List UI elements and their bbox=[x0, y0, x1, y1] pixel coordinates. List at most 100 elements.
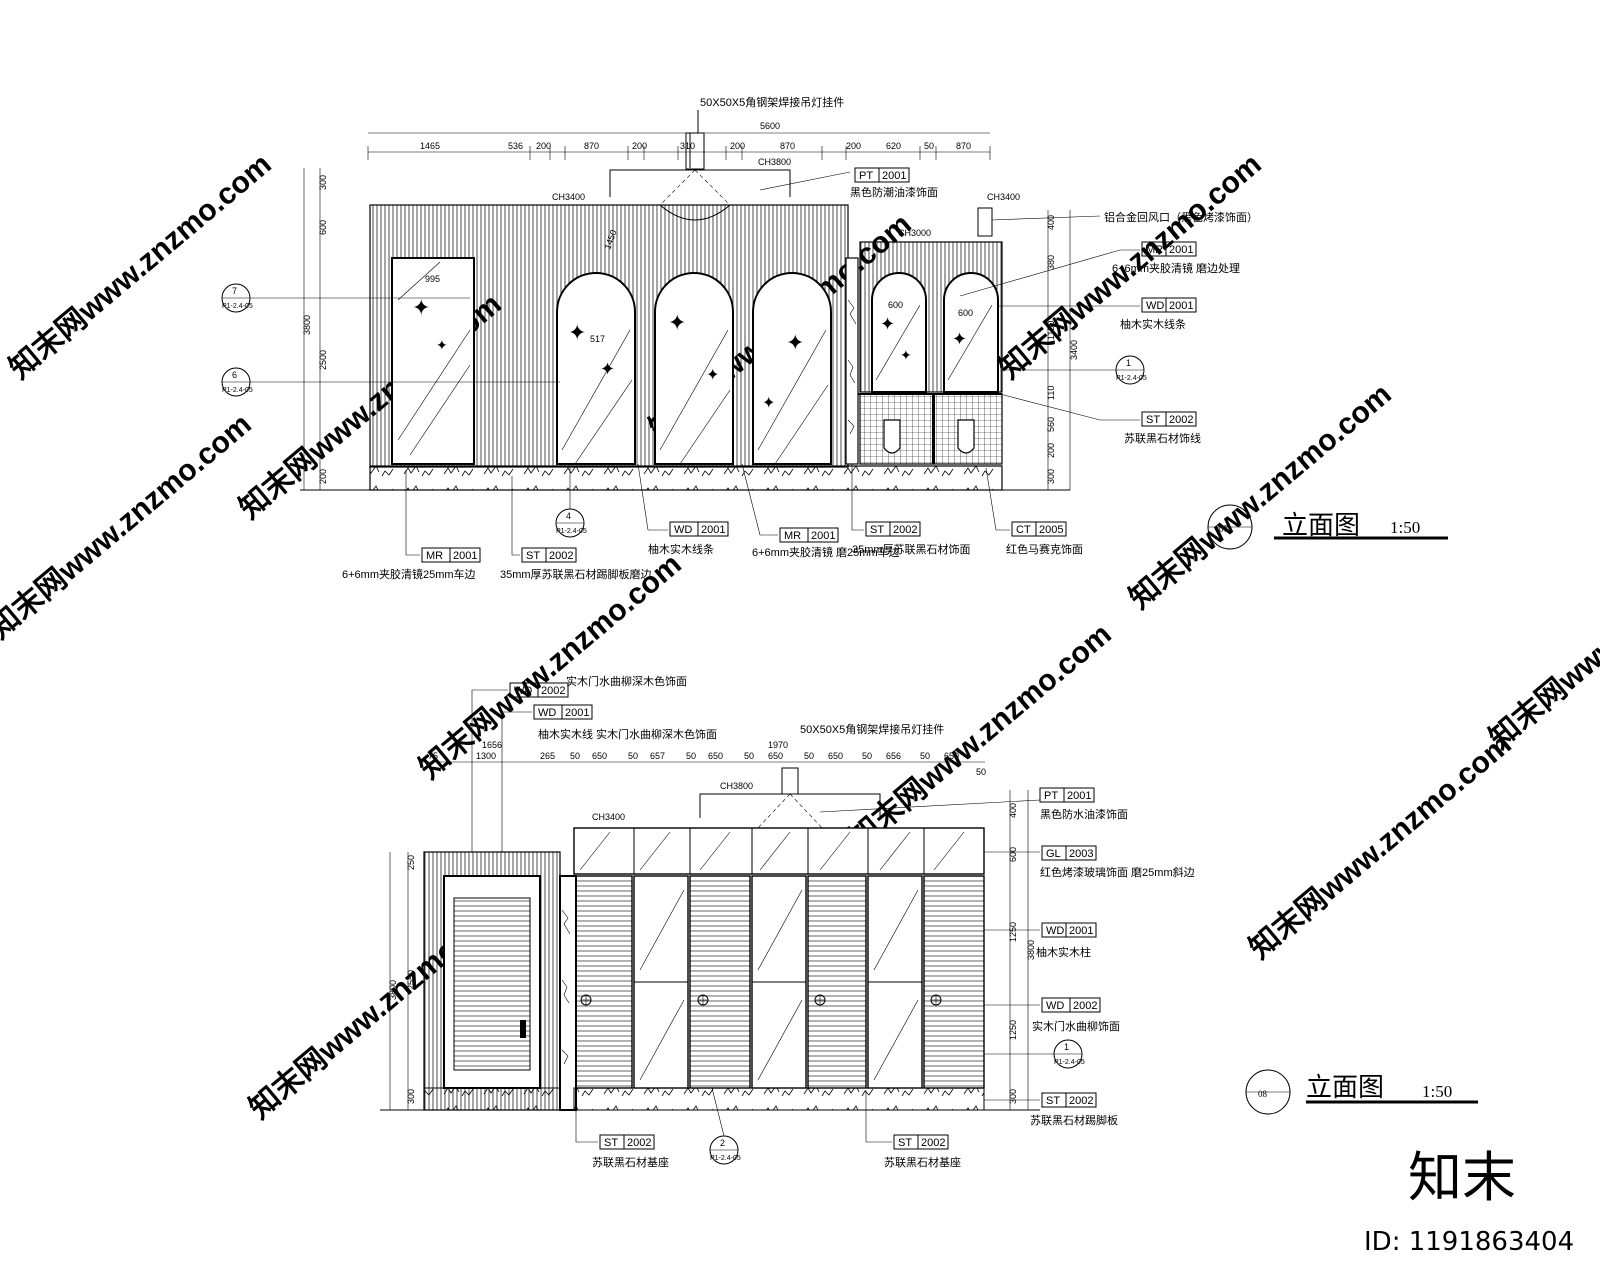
dim-label: 650 bbox=[944, 751, 959, 761]
drawing-title: 立面图 bbox=[1306, 1073, 1384, 1102]
arch-dim: 600 bbox=[958, 308, 973, 318]
tag-num: 2002 bbox=[921, 1137, 945, 1149]
tag-code: ST bbox=[604, 1137, 618, 1149]
tag-desc: 6+6mm夹胶清镜25mm车边 bbox=[342, 567, 476, 581]
ceiling-mark: CH3400 bbox=[987, 192, 1020, 202]
ceiling-mark: CH3800 bbox=[758, 157, 791, 167]
tag-code: ST bbox=[1146, 414, 1160, 426]
top-dims-08: 75 1300 265 50 650 50 657 50 650 50 650 … bbox=[428, 751, 986, 777]
material-tag: ST 2002 苏联黑石材基座 bbox=[575, 1090, 669, 1169]
section-num: 1 bbox=[1064, 1042, 1069, 1052]
image-id: ID: 1191863404 bbox=[1364, 1227, 1574, 1257]
dim-label: 1250 bbox=[1008, 922, 1018, 942]
ceiling-mark: CH3400 bbox=[592, 812, 625, 822]
dim-label: 650 bbox=[592, 751, 607, 761]
title-block-07: 07 立面图 1:50 bbox=[1207, 504, 1448, 550]
dim-label: 50 bbox=[862, 751, 872, 761]
dim-label: 620 bbox=[886, 141, 901, 151]
tag-desc: 铝合金回风口（黑色烤漆饰面） bbox=[1104, 210, 1258, 224]
material-tag: ST 2002 35mm厚苏联黑石材踢脚板磨边 bbox=[500, 476, 652, 581]
top-note-08: 50X50X5角钢架焊接吊灯挂件 bbox=[800, 722, 944, 736]
tag-num: 2001 bbox=[1169, 300, 1193, 312]
dim-label: 870 bbox=[584, 141, 599, 151]
dim-label: 310 bbox=[680, 141, 695, 151]
tag-code: PT bbox=[1044, 790, 1058, 802]
dim-label: 657 bbox=[650, 751, 665, 761]
dim-label: 50 bbox=[744, 751, 754, 761]
title-block-08: 08 立面图 1:50 bbox=[1245, 1069, 1478, 1115]
dim-label: 200 bbox=[318, 469, 328, 484]
section-sheet: P1-2.4-05 bbox=[1054, 1059, 1085, 1066]
ceiling-mark: CH3800 bbox=[720, 781, 753, 791]
red-mosaic-wall bbox=[859, 393, 1003, 465]
return-air-vent bbox=[977, 207, 993, 237]
section-ref: 7 P1-2.4-05 bbox=[221, 283, 470, 313]
watermark-text: 知末网www.znzmo.com bbox=[1243, 728, 1517, 966]
tag-num: 2001 bbox=[453, 550, 477, 562]
tag-desc: 35mm厚苏联黑石材饰面 bbox=[852, 542, 971, 556]
dim-label: 50 bbox=[628, 751, 638, 761]
dim-label: 600 bbox=[1008, 847, 1018, 862]
elevation-08: 50X50X5角钢架焊接吊灯挂件 1970 1656 75 1300 265 5… bbox=[380, 674, 1478, 1169]
dim-label: 300 bbox=[1046, 469, 1056, 484]
tag-desc: 苏联黑石材基座 bbox=[592, 1155, 669, 1169]
arch-dim: 600 bbox=[888, 300, 903, 310]
sparkle-icon: ✦ bbox=[668, 310, 686, 335]
dim-label: 560 bbox=[1046, 417, 1056, 432]
dim-label: 536 bbox=[508, 141, 523, 151]
dim-label: 1250 bbox=[1008, 1020, 1018, 1040]
urinal bbox=[957, 419, 975, 454]
sparkle-icon: ✦ bbox=[568, 320, 586, 345]
section-ref: 4 P1-2.4-05 bbox=[555, 466, 587, 538]
tag-code: WD bbox=[514, 685, 532, 697]
material-tag: ST 2002 苏联黑石材饰线 bbox=[999, 393, 1201, 445]
section-num: 6 bbox=[232, 370, 237, 380]
door-width: 995 bbox=[425, 274, 440, 284]
dim-label: 50 bbox=[920, 751, 930, 761]
tag-code: MR bbox=[426, 550, 443, 562]
stone-column bbox=[559, 875, 577, 1111]
tag-code: MR bbox=[784, 530, 801, 542]
drawing-title: 立面图 bbox=[1282, 511, 1360, 540]
section-num: 2 bbox=[720, 1138, 725, 1148]
tag-num: 2005 bbox=[1039, 524, 1063, 536]
dim-label: 250 bbox=[406, 855, 416, 870]
watermark-text: 知末网www.znzmo.com bbox=[3, 148, 277, 386]
section-num: 4 bbox=[566, 511, 571, 521]
ceiling-mark: CH3000 bbox=[898, 228, 931, 238]
sparkle-icon: ✦ bbox=[952, 329, 967, 349]
watermark-text: 知末网www.znzmo.com bbox=[0, 408, 258, 646]
arch-mirror: ✦ ✦ bbox=[752, 272, 832, 465]
dim-label: 200 bbox=[536, 141, 551, 151]
tag-num: 2001 bbox=[1169, 244, 1193, 256]
urinal bbox=[883, 419, 901, 454]
overall-dim: 5600 bbox=[760, 121, 780, 131]
dim-label: 300 bbox=[318, 175, 328, 190]
section-sheet: P1-2.4-05 bbox=[1116, 375, 1147, 382]
dim-label: 200 bbox=[730, 141, 745, 151]
dim-label: 200 bbox=[846, 141, 861, 151]
arch-mirror-small: ✦ ✦ bbox=[871, 272, 927, 393]
dim-label: 50 bbox=[976, 767, 986, 777]
arch-dim: 517 bbox=[590, 334, 605, 344]
dim-label: 650 bbox=[708, 751, 723, 761]
section-num: 1 bbox=[1126, 358, 1131, 368]
tag-desc: 实木门水曲柳深木色饰面 bbox=[566, 674, 687, 688]
hanger-bracket bbox=[781, 767, 799, 795]
section-sheet: P1-2.4-05 bbox=[222, 387, 253, 394]
dim-label: 2500 bbox=[318, 350, 328, 370]
tag-desc: 实木门水曲柳饰面 bbox=[1032, 1019, 1120, 1033]
stone-skirting bbox=[573, 1087, 985, 1111]
brand-watermark: 知末 ID: 1191863404 bbox=[1364, 1146, 1574, 1257]
sparkle-icon: ✦ bbox=[600, 359, 615, 379]
material-tag: PT 2001 黑色防水油漆饰面 bbox=[819, 787, 1128, 821]
elevation-07: 50X50X5角钢架焊接吊灯挂件 5600 1465 536 200 870 2… bbox=[221, 95, 1448, 581]
stone-veining bbox=[561, 909, 571, 1065]
tag-desc: 柚木实木线条 bbox=[648, 542, 714, 556]
tag-num: 2003 bbox=[1069, 848, 1093, 860]
dim-label: 300 bbox=[1008, 1089, 1018, 1104]
arch-mirror: ✦ ✦ bbox=[654, 272, 734, 465]
dim-label: 200 bbox=[1046, 443, 1056, 458]
dim-label: 600 bbox=[318, 220, 328, 235]
